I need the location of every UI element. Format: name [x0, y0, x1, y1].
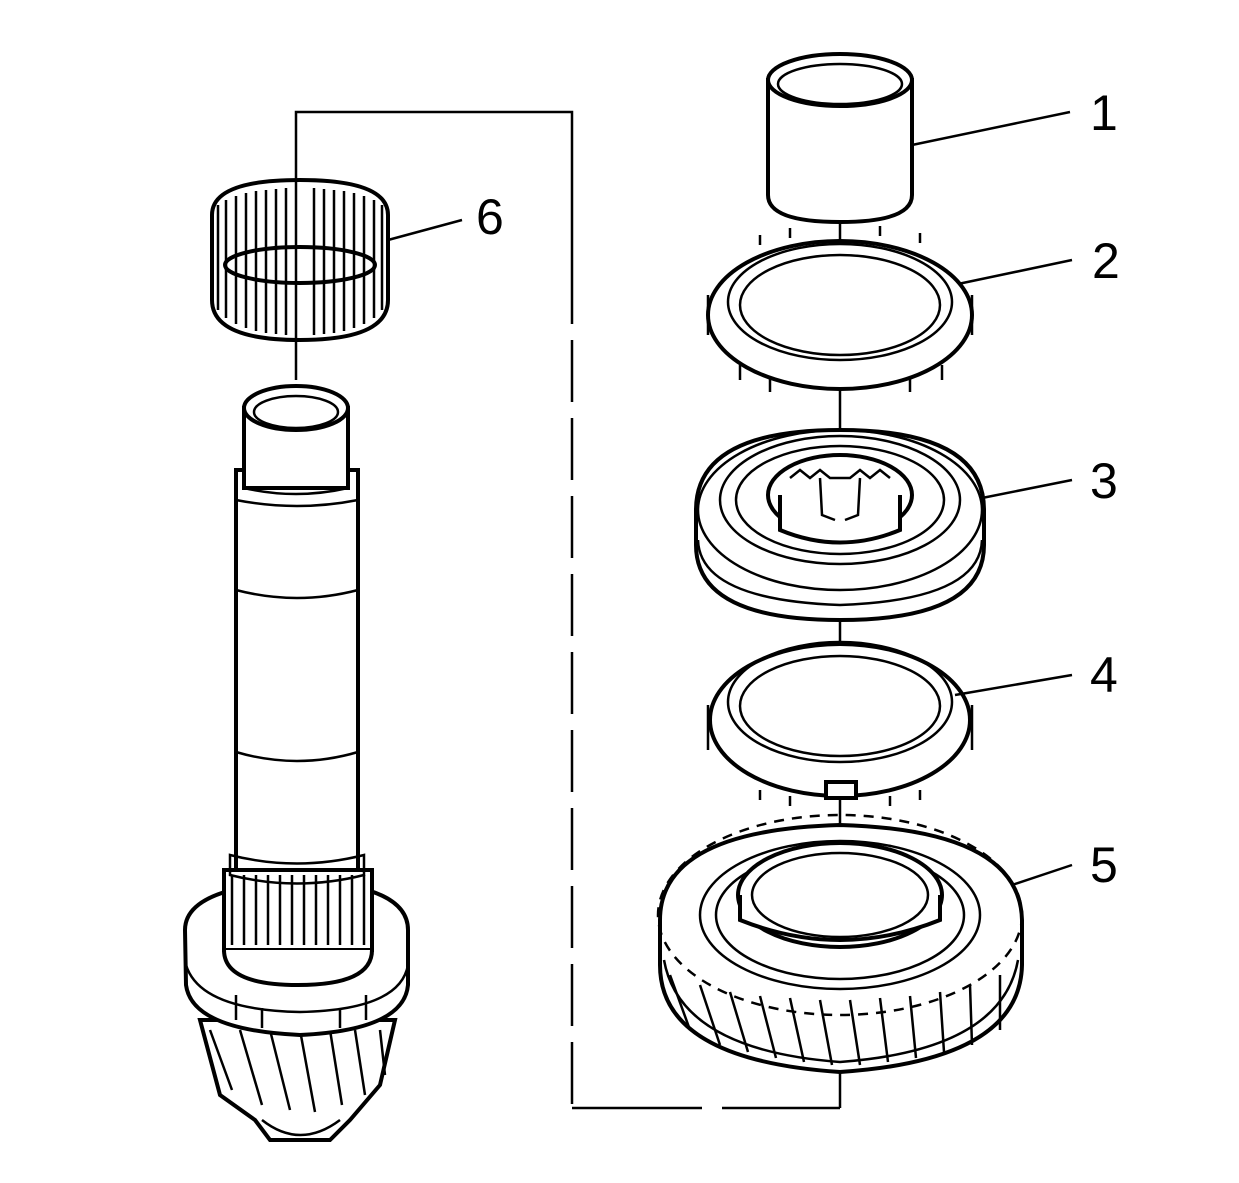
callout-1: 1 — [1090, 85, 1118, 141]
synchronizer-assembly — [694, 427, 986, 623]
needle-bearing — [210, 177, 390, 343]
pinion-gear — [197, 1018, 398, 1142]
leader-lines — [387, 110, 1073, 887]
shaft-splines — [222, 868, 374, 988]
callout-2: 2 — [1092, 233, 1120, 289]
callout-3: 3 — [1090, 453, 1118, 509]
callout-6: 6 — [476, 189, 504, 245]
main-shaft — [182, 384, 410, 1142]
callout-5: 5 — [1090, 837, 1118, 893]
helical-gear — [656, 813, 1024, 1075]
callouts: 1 2 3 4 5 6 — [476, 85, 1120, 893]
callout-4: 4 — [1090, 647, 1118, 703]
shaft-pilot — [242, 384, 350, 496]
synchronizer-ring-lower — [706, 640, 974, 806]
shaft-body — [228, 468, 366, 885]
sleeve-bushing — [766, 52, 914, 225]
synchronizer-ring-upper — [706, 226, 974, 392]
